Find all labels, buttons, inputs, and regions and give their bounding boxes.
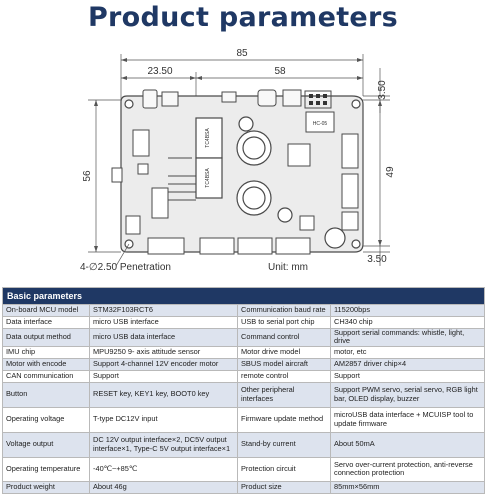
table-cell: Button xyxy=(2,381,90,408)
table-cell: 115200bps xyxy=(329,304,486,317)
dim-total-width: 85 xyxy=(236,48,248,59)
table-cell: Motor drive model xyxy=(237,345,331,359)
table-cell: Support 4-channel 12V encoder motor xyxy=(89,357,238,371)
table-cell: Support PWM servo, serial servo, RGB lig… xyxy=(329,381,486,408)
table-cell: Protection circuit xyxy=(237,456,331,482)
board-drawing: 85 23.50 58 3.50 49 56 3.50 HC-05 xyxy=(80,48,396,273)
table-cell: Command control xyxy=(237,328,331,347)
table-cell: Support xyxy=(329,369,486,383)
table-cell: On-board MCU model xyxy=(2,304,90,317)
table-cell: Product weight xyxy=(2,480,90,494)
table-cell: CH340 chip xyxy=(329,316,486,329)
table-cell: Other peripheral interfaces xyxy=(237,381,331,408)
table-cell: AM2857 driver chip×4 xyxy=(329,357,486,371)
table-cell: RESET key, KEY1 key, BOOT0 key xyxy=(89,381,238,408)
dim-inner-height: 49 xyxy=(385,166,396,178)
table-cell: USB to serial port chip xyxy=(237,316,331,329)
module-label: HC-05 xyxy=(313,121,328,127)
chip-label: TC4BSA xyxy=(205,128,211,148)
table-cell: Data interface xyxy=(2,316,90,329)
table-cell: DC 12V output interface×2, DC5V output i… xyxy=(89,431,238,458)
dim-left: 23.50 xyxy=(147,66,172,77)
table-cell: About 50mA xyxy=(329,431,486,458)
table-cell: Product size xyxy=(237,480,331,494)
table-cell: Voltage output xyxy=(2,431,90,458)
dim-right: 58 xyxy=(274,66,286,77)
chip-label: TC4BSA xyxy=(205,168,211,188)
table-cell: Data output method xyxy=(2,328,90,347)
table-cell: IMU chip xyxy=(2,345,90,359)
table-cell: Servo over-current protection, anti-reve… xyxy=(329,456,486,482)
table-cell: remote control xyxy=(237,369,331,383)
pcb-board: HC-05 TC4BSA TC4BSA xyxy=(111,89,364,255)
table-cell: Support xyxy=(89,369,238,383)
dim-top-right: 3.50 xyxy=(377,80,388,100)
table-cell: -40℃~+85℃ xyxy=(89,456,238,482)
hole-label: 4-∅2.50 Penetration xyxy=(80,262,171,273)
table-cell: T-type DC12V input xyxy=(89,406,238,433)
table-cell: microUSB data interface + MCUISP tool to… xyxy=(329,406,486,433)
table-cell: 85mm×56mm xyxy=(329,480,486,494)
mount-hole xyxy=(351,99,361,109)
table-cell: Stand-by current xyxy=(237,431,331,458)
dim-height: 56 xyxy=(82,170,93,182)
table-cell: motor, etc xyxy=(329,345,486,359)
table-cell: MPU9250 9- axis attitude sensor xyxy=(89,345,238,359)
table-cell: SBUS model aircraft xyxy=(237,357,331,371)
table-cell: micro USB interface xyxy=(89,316,238,329)
table-cell: CAN communication xyxy=(2,369,90,383)
unit-label: Unit: mm xyxy=(268,262,308,273)
table-cell: About 46g xyxy=(89,480,238,494)
table-cell: STM32F103RCT6 xyxy=(89,304,238,317)
table-cell: Operating temperature xyxy=(2,456,90,482)
dim-bottom-right: 3.50 xyxy=(367,254,387,265)
table-cell: Support serial commands: whistle, light,… xyxy=(329,328,486,347)
table-cell: Operating voltage xyxy=(2,406,90,433)
mount-hole xyxy=(124,99,134,109)
table-cell: Communication baud rate xyxy=(237,304,331,317)
table-cell: Motor with encode xyxy=(2,357,90,371)
mount-hole xyxy=(351,239,361,249)
table-heading: Basic parameters xyxy=(1,287,486,305)
page-title: Product parameters xyxy=(87,2,399,33)
table-cell: Firmware update method xyxy=(237,406,331,433)
table-cell: micro USB data interface xyxy=(89,328,238,347)
